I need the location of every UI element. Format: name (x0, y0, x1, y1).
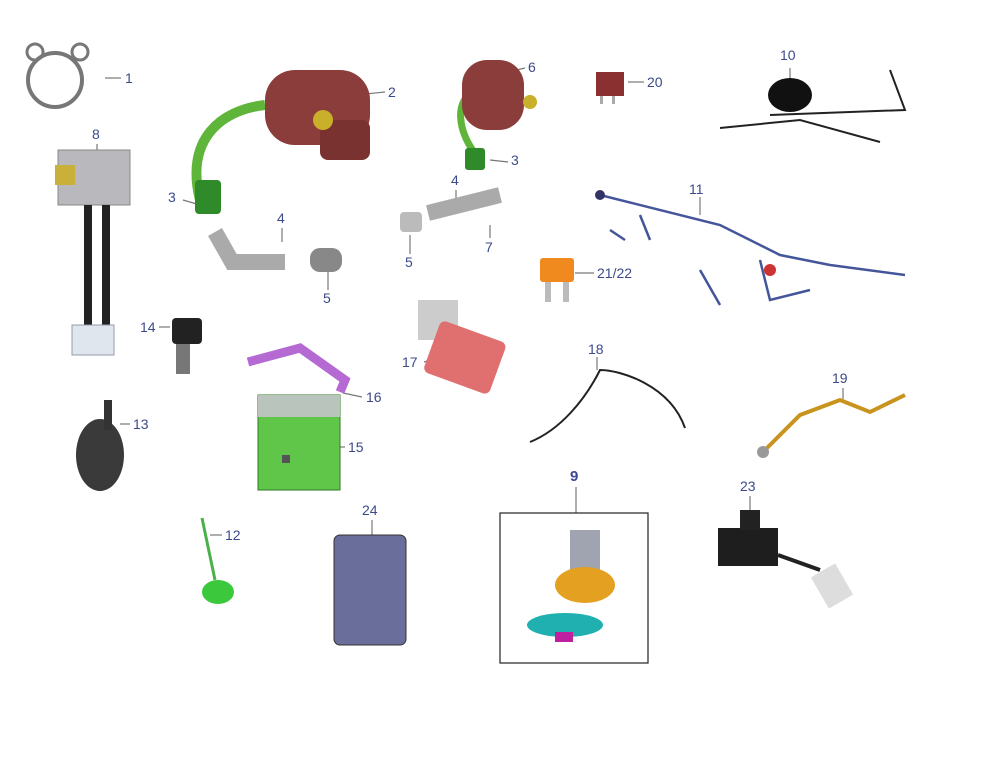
callout-15: 15 (348, 439, 364, 455)
callout-14: 14 (140, 319, 156, 335)
part-21-22-fuse (540, 258, 574, 302)
callout-10: 10 (780, 47, 796, 63)
callout-5: 5 (323, 290, 331, 306)
callout-9: 9 (570, 468, 579, 485)
callout-8: 8 (92, 126, 100, 142)
callout-6: 6 (528, 59, 536, 75)
callout-3b: 3 (511, 152, 519, 168)
part-4-plug-cap-b (426, 187, 502, 221)
callout-3: 3 (168, 189, 176, 205)
callout-18: 18 (588, 341, 604, 357)
part-23-rectifier (718, 510, 854, 609)
callout-2: 2 (388, 84, 396, 100)
callout-13: 13 (133, 416, 149, 432)
part-18-cable (529, 368, 686, 443)
callout-4b: 4 (451, 172, 459, 188)
part-5-suppressor-b (400, 212, 422, 232)
part-9-fuel-pump-box (499, 512, 649, 664)
part-11-wiring-harness (595, 190, 906, 306)
callout-16: 16 (366, 389, 382, 405)
part-13-horn (76, 400, 124, 491)
callout-1: 1 (125, 70, 133, 86)
part-17-cdi (418, 300, 506, 394)
part-19-temp-sensor (757, 393, 906, 458)
part-1-clamp (25, 42, 90, 109)
part-15-battery (257, 394, 341, 491)
callout-4: 4 (277, 210, 285, 226)
callout-24: 24 (362, 502, 378, 518)
part-24-ecu (333, 534, 407, 646)
part-14-sensor (172, 318, 202, 374)
callout-21-22: 21/22 (597, 265, 633, 281)
callout-20: 20 (647, 74, 663, 90)
callout-12: 12 (225, 527, 241, 543)
part-4-plug-cap (208, 228, 285, 270)
part-16-bracket (246, 343, 351, 394)
part-8-regulator (55, 149, 131, 356)
callout-7: 7 (485, 239, 493, 255)
part-10-sensor (719, 69, 907, 143)
part-5-suppressor (310, 248, 342, 272)
part-6-ignition-coil (457, 60, 537, 170)
callout-17: 17 (402, 354, 418, 370)
part-12-sensor (200, 517, 234, 604)
callout-5b: 5 (405, 254, 413, 270)
callout-19: 19 (832, 370, 848, 386)
part-2-ignition-coil (191, 70, 370, 214)
part-20-relay (596, 72, 624, 104)
callout-23: 23 (740, 478, 756, 494)
callout-11: 11 (689, 181, 704, 197)
